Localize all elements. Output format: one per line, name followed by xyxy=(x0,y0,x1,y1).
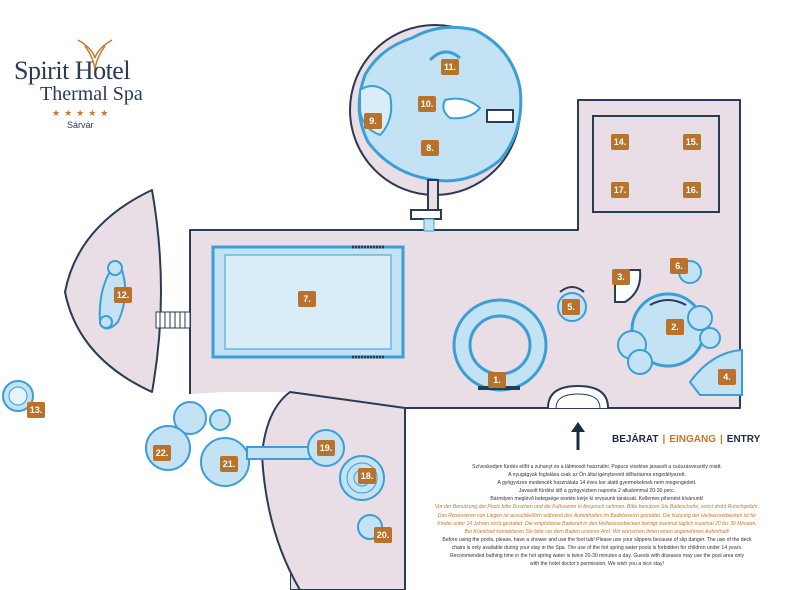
pool-badge-16[interactable]: 16. xyxy=(683,182,701,198)
pool-badge-17[interactable]: 17. xyxy=(611,182,629,198)
pool-badge-12[interactable]: 12. xyxy=(114,287,132,303)
pool-badge-label: 8. xyxy=(426,143,434,153)
pool-badge-label: 2. xyxy=(671,322,679,332)
pool-badge-20[interactable]: 20. xyxy=(374,527,392,543)
pool-badge-label: 14. xyxy=(614,137,627,147)
pool-badge-label: 1. xyxy=(493,375,501,385)
south-room-floor xyxy=(261,391,406,590)
pool-badge-15[interactable]: 15. xyxy=(683,134,701,150)
pool-badge-label: 7. xyxy=(303,294,311,304)
pool-badge-11[interactable]: 11. xyxy=(441,59,459,75)
pool-badge-label: 19. xyxy=(320,443,333,453)
pool-badge-label: 12. xyxy=(117,290,130,300)
pool-badge-10[interactable]: 10. xyxy=(418,96,436,112)
rule-en-4: with the hotel doctor's permission. We w… xyxy=(530,561,664,568)
pool-badge-label: 20. xyxy=(377,530,390,540)
hotel-logo-mark xyxy=(77,39,113,73)
rule-en-2: chairs is only available during your sta… xyxy=(451,544,743,551)
rule-de-3: Kinder unter 14 Jahren nicht gestattet. … xyxy=(437,520,757,527)
entrance-arch xyxy=(547,384,609,409)
pool-badge-label: 22. xyxy=(156,448,169,458)
pool-badge-label: 18. xyxy=(361,471,374,481)
pool-badge-19[interactable]: 19. xyxy=(317,440,335,456)
rule-de-2: Das Reservieren von Liegen ist ausschlie… xyxy=(437,512,757,519)
pool-badge-label: 4. xyxy=(723,372,731,382)
entry-label: BEJÁRAT|EINGANG|ENTRY xyxy=(612,434,761,445)
pool-badge-label: 6. xyxy=(675,261,683,271)
pool-badge-1[interactable]: 1. xyxy=(488,372,506,388)
pool-badge-21[interactable]: 21. xyxy=(220,456,238,472)
north-pool-complex[interactable] xyxy=(349,24,523,232)
rule-en-3: Recommended bathing time in the hot spri… xyxy=(449,553,745,560)
pool-badge-7[interactable]: 7. xyxy=(298,291,316,307)
pool-badge-label: 13. xyxy=(30,405,43,415)
pool-badge-label: 3. xyxy=(617,272,625,282)
pool-12[interactable] xyxy=(98,260,127,330)
pool-badge-22[interactable]: 22. xyxy=(153,445,171,461)
pool-badge-18[interactable]: 18. xyxy=(358,468,376,484)
hotel-stars: ★★★★★ xyxy=(52,108,113,118)
rule-de-4: Bei Krankheit kontaktieren Sie bitte vor… xyxy=(464,528,730,535)
pool-badge-14[interactable]: 14. xyxy=(611,134,629,150)
pool-badge-4[interactable]: 4. xyxy=(718,369,736,385)
pool-13[interactable] xyxy=(2,380,34,412)
pool-badge-label: 15. xyxy=(686,137,699,147)
west-corridor xyxy=(155,311,191,329)
pool-badge-5[interactable]: 5. xyxy=(562,299,580,315)
pool-badge-9[interactable]: 9. xyxy=(364,113,382,129)
rule-de-1: Vor der Benutzung der Pools bitte Dusche… xyxy=(434,504,760,511)
pool-badge-label: 10. xyxy=(421,99,434,109)
rule-en-1: Before using the pools, please, have a s… xyxy=(442,536,752,543)
hotel-name: Spirit Hotel xyxy=(14,56,131,85)
pool-badge-label: 11. xyxy=(444,62,456,72)
pool-badge-label: 16. xyxy=(686,185,699,195)
rule-hu-3: A gyógyvizes medencék használata 14 éves… xyxy=(497,480,697,487)
rule-hu-5: Bármilyen meglévő betegsége esetén kérje… xyxy=(490,496,704,503)
entry-label-hu: BEJÁRAT xyxy=(612,434,659,445)
pool-badge-label: 17. xyxy=(614,185,627,195)
rule-hu-4: Javasolt fürdési idő a gyógyvízben napon… xyxy=(518,488,676,495)
pool-badge-13[interactable]: 13. xyxy=(27,402,45,418)
pool-1[interactable] xyxy=(452,298,548,392)
rule-hu-2: A nyugágyak foglalása csak az Ön által i… xyxy=(508,472,686,479)
pool-badge-2[interactable]: 2. xyxy=(666,319,684,335)
pool-badges: 1. 2. 3. 4. 5. 6. 7. 8. 9. 10. 11. 12. 13. 14. 15. 16. 1… xyxy=(27,59,736,543)
hotel-subtitle: Thermal Spa xyxy=(40,83,143,105)
arrow-up-icon xyxy=(571,422,585,450)
pool-badge-6[interactable]: 6. xyxy=(670,258,688,274)
pool-badge-label: 9. xyxy=(369,116,377,126)
hotel-city: Sárvár xyxy=(67,120,94,130)
pool-rules: Szíveskedjen fürdés előtt a zuhanyt és a… xyxy=(412,463,782,568)
entry-label-de: EINGANG xyxy=(669,434,716,445)
rule-hu-1: Szíveskedjen fürdés előtt a zuhanyt és a… xyxy=(472,464,722,470)
pool-badge-label: 21. xyxy=(223,459,236,469)
pool-badge-3[interactable]: 3. xyxy=(612,269,630,285)
pool-badge-8[interactable]: 8. xyxy=(421,140,439,156)
pool-badge-label: 5. xyxy=(567,302,575,312)
entry-label-en: ENTRY xyxy=(726,434,761,445)
